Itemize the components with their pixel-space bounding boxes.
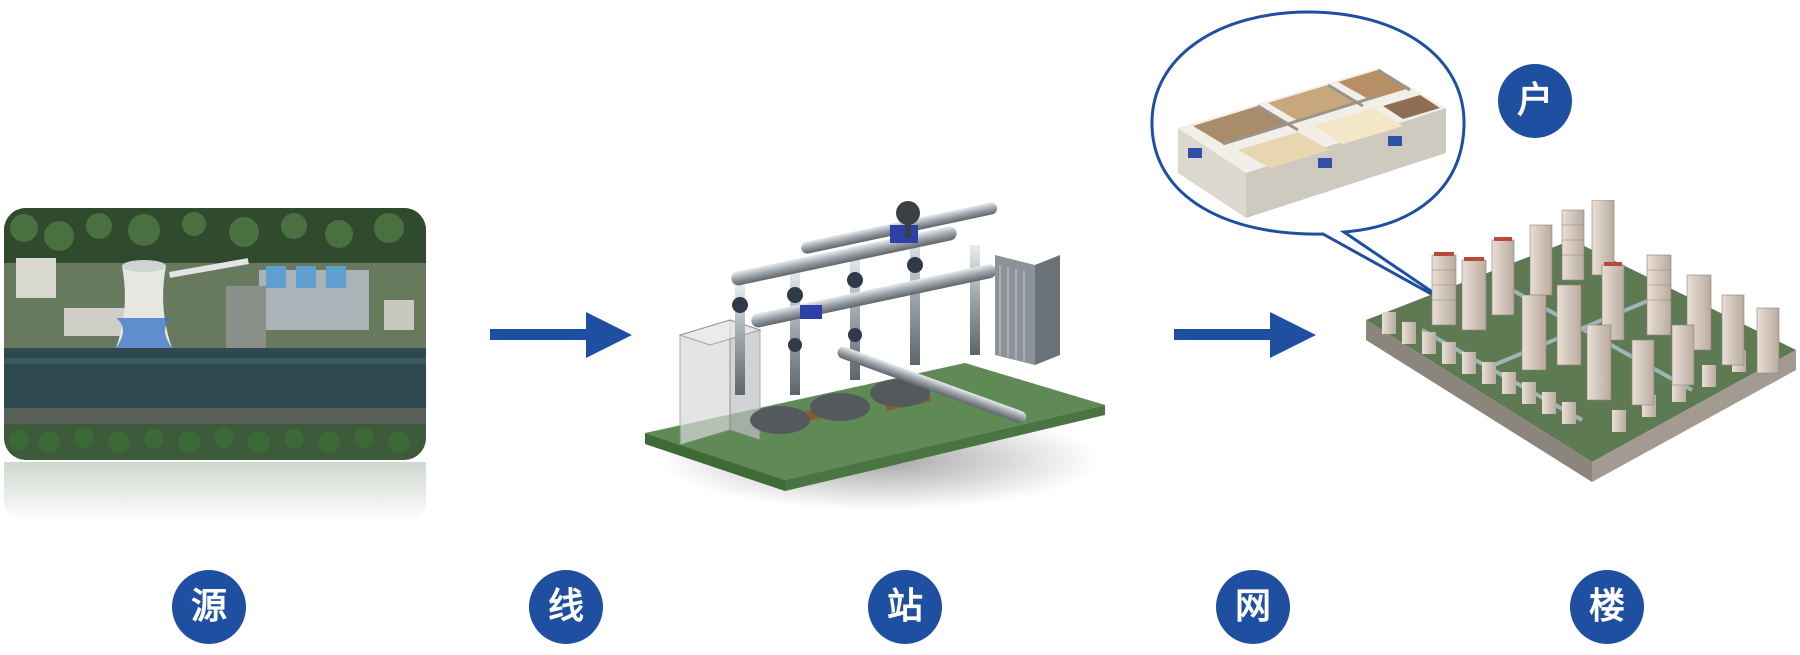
stage-badge-line: 线 [529,570,603,644]
household-badge: 户 [1498,64,1572,138]
power-plant-reflection [4,462,426,522]
heat-exchange-station-image [645,201,1105,510]
stage-badge-station: 站 [868,570,942,644]
residential-complex-image [1366,200,1796,482]
power-plant-image [4,208,426,460]
household-speech-bubble [1150,10,1466,308]
stage-badge-network: 网 [1216,570,1290,644]
stage-badge-building: 楼 [1570,570,1644,644]
flow-arrow-2 [1174,312,1316,358]
apartment-floor-plan [1178,68,1446,218]
stage-badge-source: 源 [172,570,246,644]
flow-arrow-1 [490,312,632,358]
